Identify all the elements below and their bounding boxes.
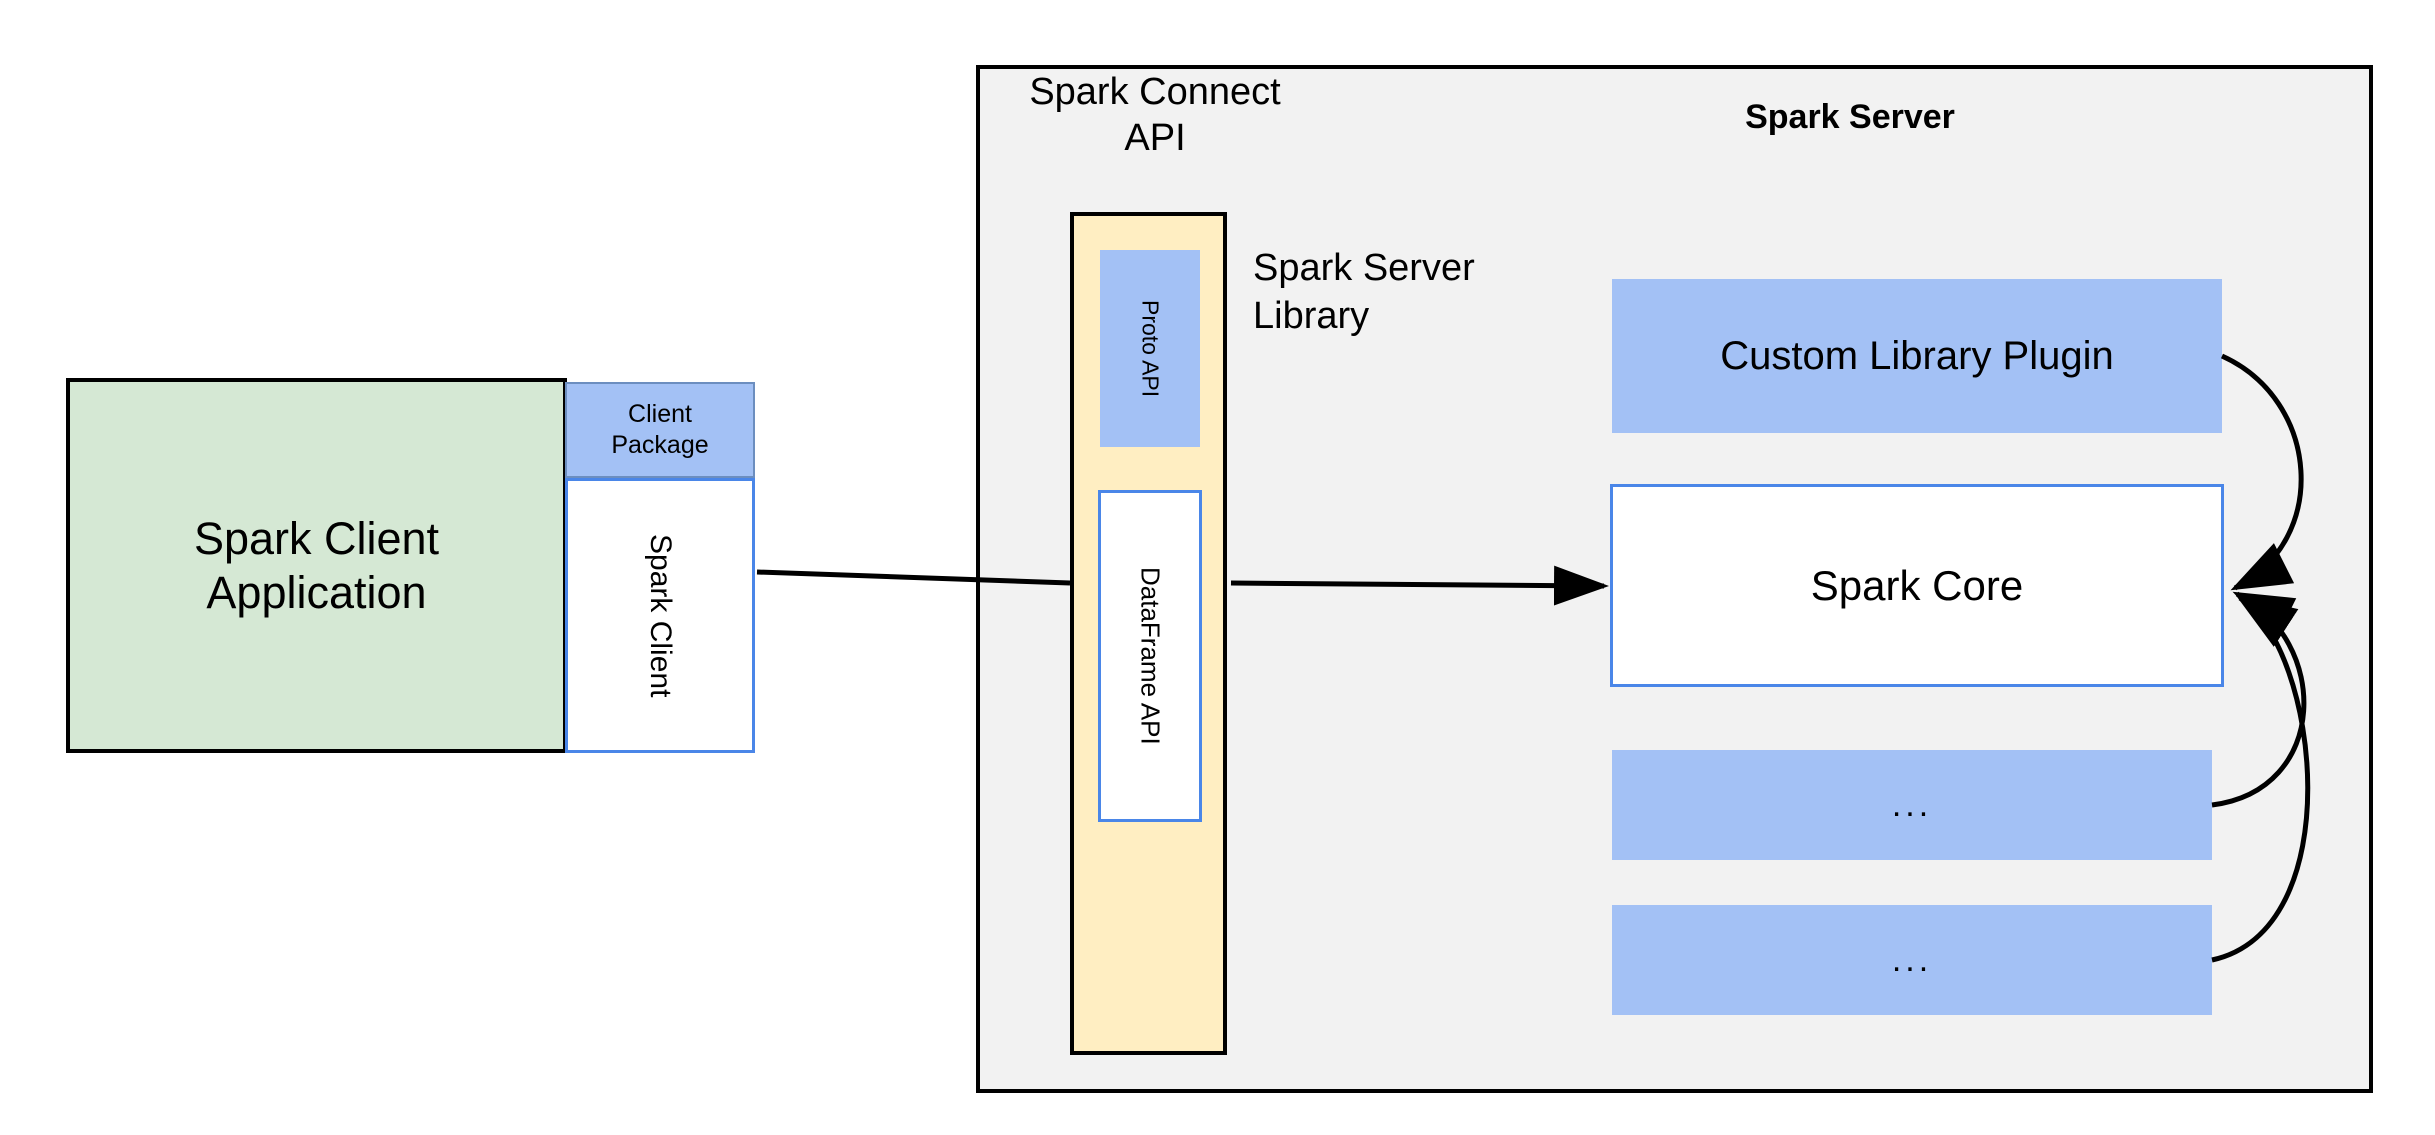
spark-server-title: Spark Server xyxy=(1745,98,1955,136)
proto-api-box: Proto API xyxy=(1100,250,1200,447)
ellipsis-label-1: ... xyxy=(1891,785,1933,824)
custom-library-plugin-box: Custom Library Plugin xyxy=(1612,279,2222,433)
ellipsis-box-1: ... xyxy=(1612,750,2212,860)
spark-core-label: Spark Core xyxy=(1810,561,2024,609)
ellipsis-box-2: ... xyxy=(1612,905,2212,1015)
dataframe-api-box: DataFrame API xyxy=(1098,490,1202,822)
proto-api-label: Proto API xyxy=(1137,299,1164,398)
spark-client-label: Spark Client xyxy=(644,533,677,698)
ellipsis-label-2: ... xyxy=(1891,940,1933,979)
spark-client-box: Spark Client xyxy=(565,478,755,753)
dataframe-api-label: DataFrame API xyxy=(1135,567,1166,745)
spark-core-box: Spark Core xyxy=(1610,484,2224,687)
custom-library-plugin-label: Custom Library Plugin xyxy=(1720,333,2114,378)
